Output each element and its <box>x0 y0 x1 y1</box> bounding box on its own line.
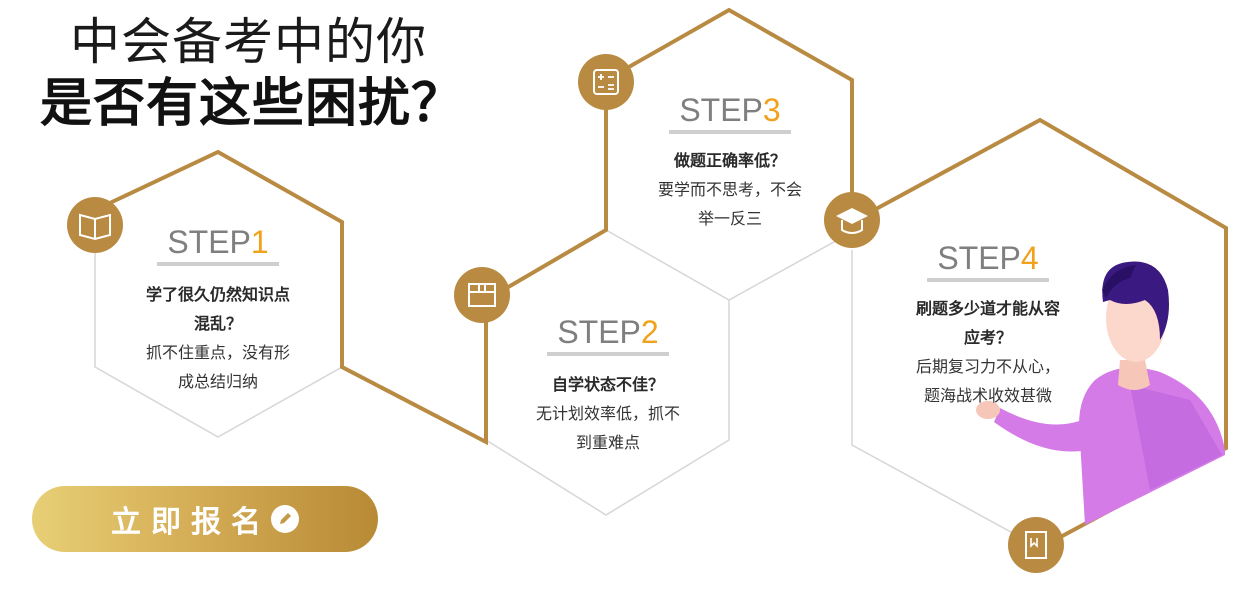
calculator-icon <box>578 54 634 110</box>
register-now-button[interactable]: 立即报名 <box>32 486 378 552</box>
step-1: STEP1 学了很久仍然知识点混乱？ 抓不住重点，没有形成总结归纳 <box>118 224 318 396</box>
step-number: 4 <box>1020 240 1039 276</box>
desc-line: 无计划效率低，抓不 <box>535 404 680 423</box>
step-prefix: STEP <box>167 224 251 260</box>
step-description: 要学而不思考，不会举一反三 <box>630 175 830 233</box>
step-2: STEP2 自学状态不佳？ 无计划效率低，抓不到重难点 <box>508 314 708 457</box>
title-line-1: 中会备考中的你 <box>70 13 427 71</box>
step-prefix: STEP <box>557 314 641 350</box>
graduation-cap-icon <box>824 192 880 248</box>
step-prefix: STEP <box>679 92 763 128</box>
step-label: STEP1 <box>157 224 279 266</box>
desc-line: 成总结归纳 <box>177 372 258 391</box>
book-icon <box>67 197 123 253</box>
step-prefix: STEP <box>937 240 1021 276</box>
step-number: 2 <box>640 314 659 350</box>
box-icon <box>454 267 510 323</box>
pencil-icon <box>271 505 299 533</box>
desc-line: 后期复习力不从心， <box>915 357 1060 376</box>
step-3: STEP3 做题正确率低？ 要学而不思考，不会举一反三 <box>630 92 830 233</box>
step-question: 自学状态不佳？ <box>508 370 708 399</box>
question-line: 学了很久仍然知识点 <box>145 285 290 304</box>
desc-line: 到重难点 <box>575 433 640 452</box>
step-question: 学了很久仍然知识点混乱？ <box>118 280 318 338</box>
question-line: 混乱？ <box>193 314 242 333</box>
desc-line: 举一反三 <box>697 209 762 228</box>
question-line: 刷题多少道才能从容 <box>915 299 1060 318</box>
desc-line: 要学而不思考，不会 <box>657 180 802 199</box>
step-question: 做题正确率低？ <box>630 146 830 175</box>
desc-line: 抓不住重点，没有形 <box>145 343 290 362</box>
step-description: 无计划效率低，抓不到重难点 <box>508 399 708 457</box>
notebook-icon <box>1008 517 1064 573</box>
hexagon-outlines-gray <box>94 210 1041 549</box>
step-description: 后期复习力不从心， 题海战术收效甚微 <box>888 352 1088 410</box>
step-number: 3 <box>762 92 781 128</box>
step-question: 刷题多少道才能从容应考？ <box>888 294 1088 352</box>
step-label: STEP4 <box>927 240 1049 282</box>
question-line: 自学状态不佳？ <box>551 375 664 394</box>
register-button-label: 立即报名 <box>111 505 271 540</box>
desc-line: 题海战术收效甚微 <box>923 386 1052 405</box>
step-description: 抓不住重点，没有形成总结归纳 <box>118 338 318 396</box>
step-number: 1 <box>250 224 269 260</box>
step-label: STEP2 <box>547 314 669 356</box>
title-line-2: 是否有这些困扰？ <box>40 74 465 134</box>
person-illustration <box>976 261 1225 525</box>
question-line: 应考？ <box>963 328 1012 347</box>
question-line: 做题正确率低？ <box>673 151 786 170</box>
step-4: STEP4 刷题多少道才能从容应考？ 后期复习力不从心， 题海战术收效甚微 <box>888 240 1088 410</box>
step-label: STEP3 <box>669 92 791 134</box>
